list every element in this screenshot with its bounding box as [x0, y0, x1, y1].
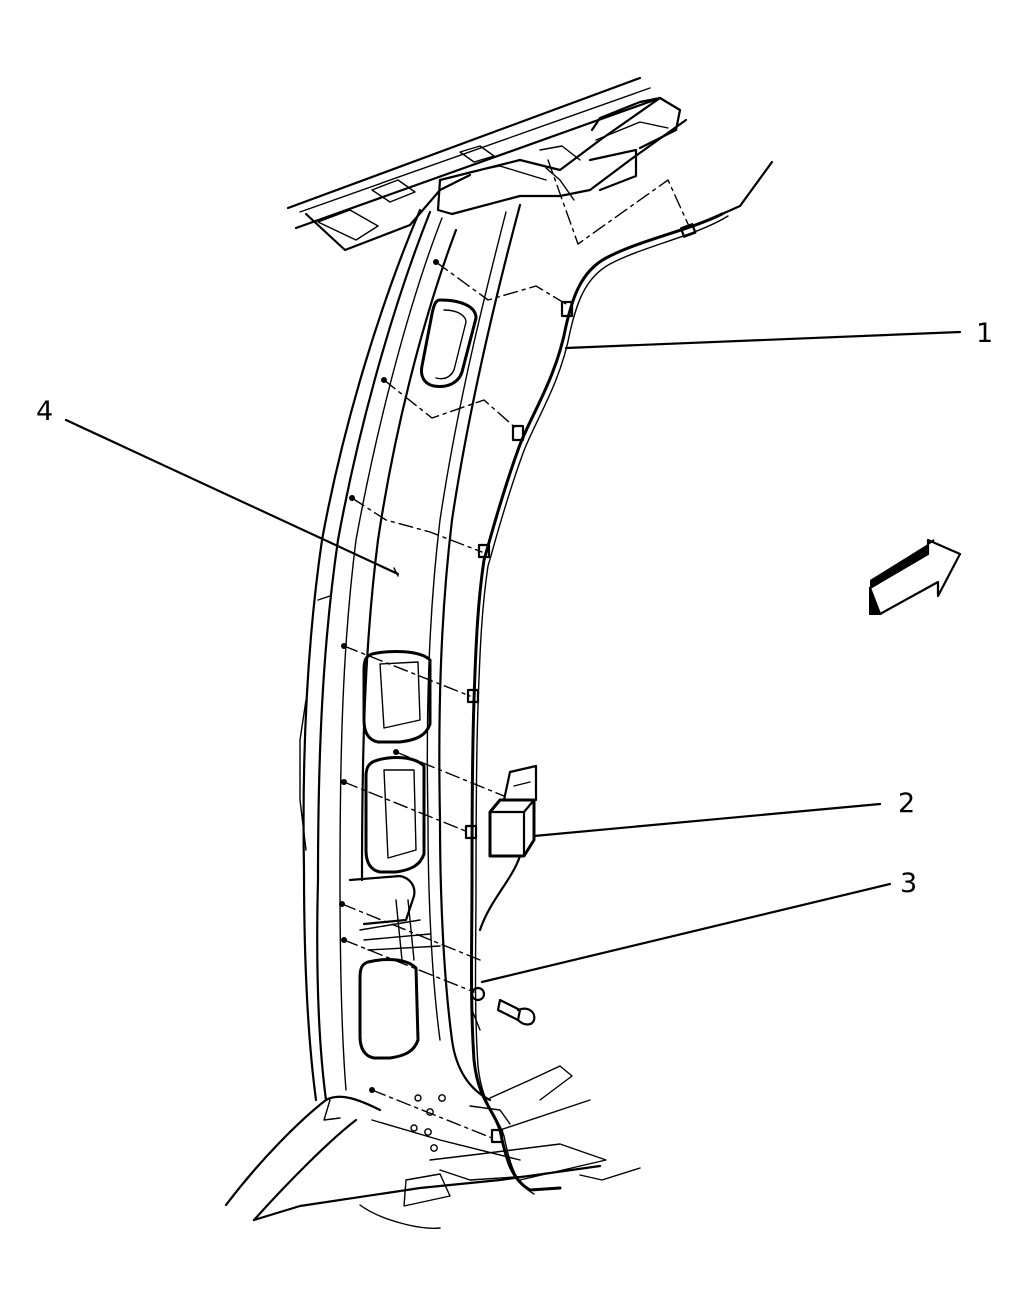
control-module	[488, 764, 538, 858]
front-direction-arrow-icon	[868, 538, 962, 616]
roof-rail	[286, 76, 688, 252]
assembly-lines	[339, 159, 689, 1139]
callout-3: 3	[900, 868, 917, 899]
callout-2: 2	[898, 788, 915, 819]
ground-bolt	[470, 986, 536, 1031]
callout-1: 1	[976, 318, 993, 349]
wiring-harness	[464, 160, 774, 1195]
leader-lines	[64, 330, 962, 984]
callout-4: 4	[36, 396, 53, 427]
b-pillar	[224, 203, 641, 1229]
